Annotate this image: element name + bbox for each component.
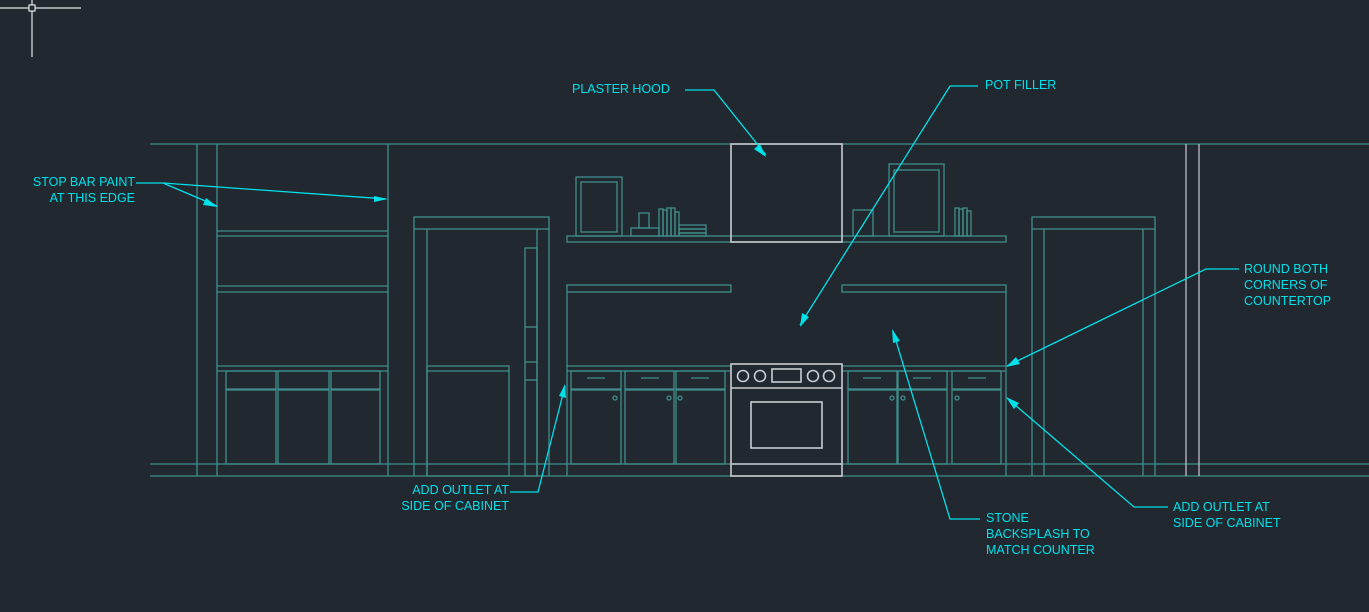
base-cabinets xyxy=(566,284,1007,476)
label-stop-bar-paint: STOP BAR PAINT AT THIS EDGE xyxy=(20,174,135,206)
label-outlet-left: ADD OUTLET AT SIDE OF CABINET xyxy=(380,482,509,514)
label-line: SIDE OF CABINET xyxy=(1173,516,1281,530)
right-tall-unit xyxy=(1031,216,1156,476)
label-line: ROUND BOTH xyxy=(1244,262,1329,276)
label-line: AT THIS EDGE xyxy=(49,191,135,205)
label-line: BACKSPLASH TO xyxy=(986,527,1090,541)
annotation-leaders xyxy=(136,85,1239,520)
label-plaster-hood: PLASTER HOOD xyxy=(572,82,670,96)
label-line: MATCH COUNTER xyxy=(986,543,1095,557)
knob-icon xyxy=(806,369,820,383)
label-backsplash: STONE BACKSPLASH TO MATCH COUNTER xyxy=(986,510,1095,558)
label-line: COUNTERTOP xyxy=(1244,294,1332,308)
knob-icon xyxy=(753,369,767,383)
label-line: STOP BAR PAINT xyxy=(32,175,135,189)
label-line: STONE xyxy=(986,511,1029,525)
picture-frame xyxy=(888,163,945,237)
crosshair-cursor-icon xyxy=(0,0,81,57)
plaster-hood xyxy=(730,143,843,243)
picture-frame xyxy=(575,176,623,237)
wall-end-lines xyxy=(1185,144,1200,476)
range-oven xyxy=(730,363,843,477)
label-pot-filler: POT FILLER xyxy=(985,78,1057,92)
label-line: CORNERS OF xyxy=(1244,278,1328,292)
label-line: ADD OUTLET AT xyxy=(1173,500,1270,514)
label-line: SIDE OF CABINET xyxy=(401,499,509,513)
knob-icon xyxy=(822,369,836,383)
left-built-in-unit xyxy=(196,144,389,476)
label-outlet-right: ADD OUTLET AT SIDE OF CABINET xyxy=(1173,499,1281,531)
label-round-corners: ROUND BOTH CORNERS OF COUNTERTOP xyxy=(1244,261,1331,309)
open-shelf xyxy=(566,163,1007,243)
knob-icon xyxy=(736,369,750,383)
label-line: ADD OUTLET AT xyxy=(412,483,509,497)
fridge-column xyxy=(413,216,550,477)
